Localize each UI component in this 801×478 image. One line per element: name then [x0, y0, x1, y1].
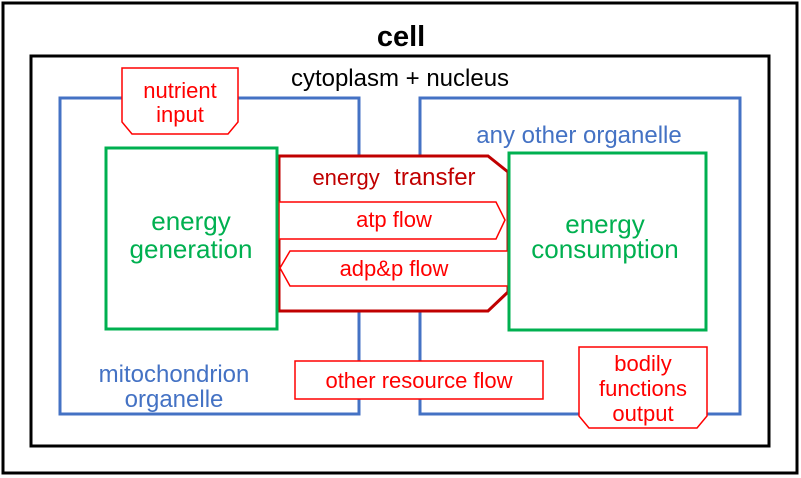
- energy-consumption-line2: consumption: [531, 234, 678, 264]
- energy-consumption-box: [507, 151, 708, 332]
- energy-generation-line2: generation: [130, 234, 253, 264]
- energy-transfer-word2: transfer: [394, 164, 475, 191]
- atp-flow-arrow: [278, 201, 506, 240]
- other-resource-flow-box: [294, 360, 544, 400]
- cell-title: cell: [377, 21, 425, 53]
- adp-flow-label: adp&p flow: [340, 256, 449, 281]
- nutrient-input-line2: input: [156, 102, 204, 127]
- energy-transfer-word1: energy: [312, 165, 379, 190]
- energy-generation-box: [104, 146, 279, 331]
- adp-flow-arrow: [279, 250, 509, 287]
- nutrient-input-box: [121, 67, 239, 135]
- bodily-functions-box: [578, 346, 708, 429]
- energy-transfer-title: energy transfer: [312, 164, 475, 191]
- other-organelle-title: any other organelle: [476, 122, 681, 149]
- bodily-functions-line3: output: [612, 401, 673, 426]
- energy-consumption-line1: energy: [565, 209, 645, 239]
- bodily-functions-line1: bodily: [614, 351, 671, 376]
- other-resource-flow-label: other resource flow: [325, 368, 512, 393]
- mitochondrion-label-line2: organelle: [125, 386, 224, 413]
- cytoplasm-title: cytoplasm + nucleus: [291, 65, 509, 92]
- mitochondrion-label-line1: mitochondrion: [99, 361, 250, 388]
- bodily-functions-line2: functions: [599, 376, 687, 401]
- energy-generation-line1: energy: [151, 206, 231, 236]
- cytoplasm-box: [29, 54, 771, 448]
- atp-flow-label: atp flow: [356, 207, 432, 232]
- nutrient-input-line1: nutrient: [143, 78, 216, 103]
